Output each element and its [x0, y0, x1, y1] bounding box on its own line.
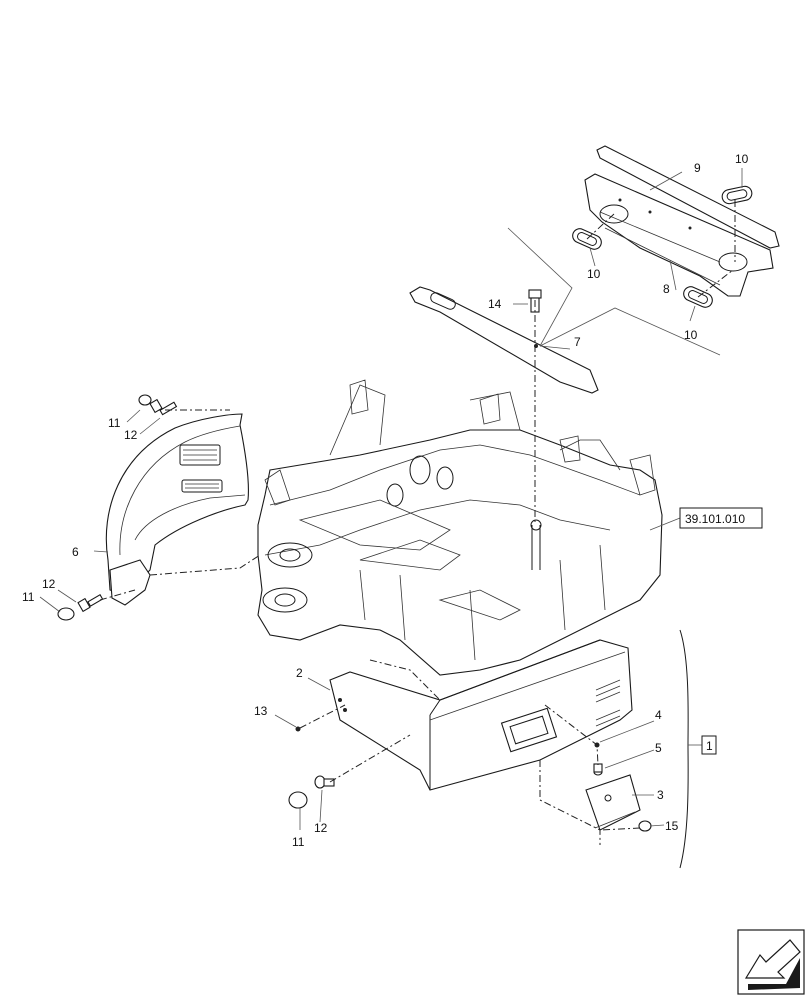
- cover-fasteners: [57, 394, 178, 621]
- callout-14: 14: [488, 297, 502, 311]
- group-label-box: 1: [701, 735, 717, 755]
- part-3-cover-plate: [585, 774, 641, 831]
- group-label: 1: [706, 739, 713, 753]
- callout-12-top: 12: [124, 428, 138, 442]
- callout-labels: 9 10 10 8 10 14 7 11 12 6 12 11 2 13 4 5…: [22, 152, 749, 849]
- callout-5: 5: [655, 741, 662, 755]
- callout-12-bottom: 12: [314, 821, 328, 835]
- previous-page-arrow-icon[interactable]: [737, 929, 805, 995]
- centre-lines: [99, 200, 736, 845]
- callout-13: 13: [254, 704, 268, 718]
- part-9-strip: [596, 145, 780, 249]
- counterweight-vents: [595, 679, 621, 727]
- part-6-side-cover: [105, 413, 249, 606]
- main-frame: [257, 379, 663, 676]
- callout-10-right: 10: [684, 328, 698, 342]
- part-7-plate: [409, 286, 599, 394]
- callout-11-left: 11: [22, 590, 35, 604]
- callout-10-top: 10: [735, 152, 749, 166]
- callout-2: 2: [296, 666, 303, 680]
- callout-10-left: 10: [587, 267, 601, 281]
- callout-3: 3: [657, 788, 664, 802]
- callout-11-bottom: 11: [292, 835, 305, 849]
- callout-4: 4: [655, 708, 662, 722]
- reference-label[interactable]: 39.101.010: [685, 512, 745, 526]
- part-2-counterweight: [329, 639, 633, 791]
- vent-slots: [179, 444, 223, 493]
- callout-9: 9: [694, 161, 701, 175]
- bottom-fasteners: [288, 726, 652, 832]
- callout-7: 7: [574, 335, 581, 349]
- callout-6: 6: [72, 545, 79, 559]
- callout-11-top: 11: [108, 416, 121, 430]
- reference-link[interactable]: 39.101.010: [679, 507, 763, 529]
- part-8-bracket: [584, 173, 774, 297]
- callout-8: 8: [663, 282, 670, 296]
- callout-15: 15: [665, 819, 679, 833]
- leader-lines: [39, 168, 743, 869]
- callout-12-left: 12: [42, 577, 56, 591]
